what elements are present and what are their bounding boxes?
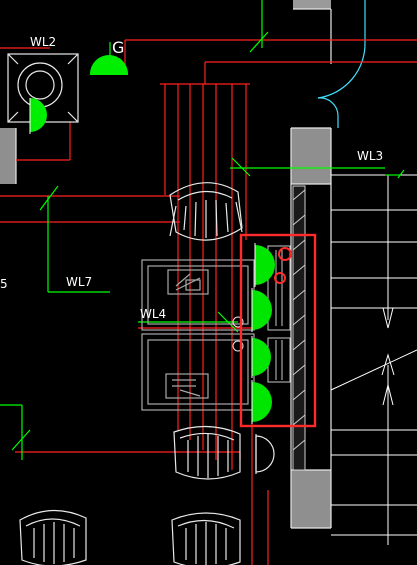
switch-icon-4[interactable]	[251, 380, 272, 424]
chair-bottom-right	[171, 512, 241, 565]
label-five: 5	[0, 277, 8, 291]
column-bottom-right	[291, 470, 331, 528]
column-left	[0, 128, 16, 184]
cabinet-lower	[141, 333, 255, 411]
column-top-right	[293, 0, 331, 9]
red-wiring	[0, 39, 417, 565]
switch-group[interactable]	[239, 233, 317, 428]
wall-columns	[0, 0, 331, 528]
green-switch-icon-topleft[interactable]	[29, 98, 47, 134]
wall-outlines	[15, 8, 332, 529]
chair-bottom-left	[19, 509, 87, 565]
wall-hatch	[292, 185, 306, 471]
switch-panel-upper	[267, 245, 291, 331]
label-g: G	[112, 38, 124, 57]
chair-mid	[173, 425, 241, 480]
column-mid-right	[291, 128, 331, 184]
switch-icon-1[interactable]	[254, 243, 275, 287]
label-wl3: WL3	[357, 149, 383, 163]
door-swing	[317, 0, 366, 128]
switch-icon-2[interactable]	[251, 288, 272, 332]
selection-box[interactable]	[239, 233, 317, 428]
label-wl7: WL7	[66, 275, 92, 289]
red-marker-circles	[274, 247, 292, 284]
lamp-g-icon[interactable]	[90, 55, 128, 75]
green-wiring	[0, 0, 405, 460]
connector-circles	[232, 316, 244, 352]
label-wl4: WL4	[140, 307, 166, 321]
switch-outline-icon[interactable]	[255, 434, 275, 474]
label-wl2: WL2	[30, 35, 56, 49]
cabinet-upper	[141, 259, 255, 331]
switch-panel-lower	[267, 337, 291, 383]
chair-top	[169, 182, 243, 241]
staircase	[330, 174, 417, 545]
switch-icon-3[interactable]	[251, 336, 271, 378]
